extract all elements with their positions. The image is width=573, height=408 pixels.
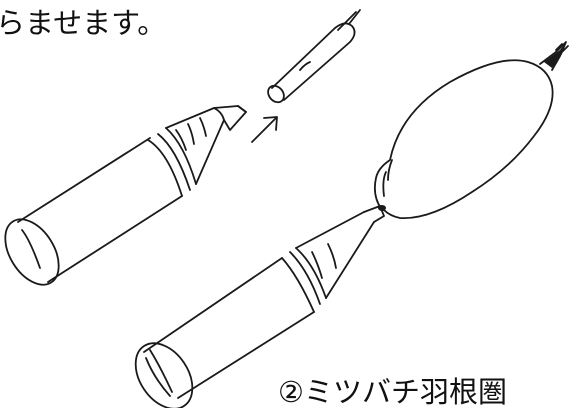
inflated-balloon-drawing bbox=[373, 41, 569, 219]
arrow-icon bbox=[251, 116, 278, 143]
uninflated-balloon-drawing bbox=[267, 9, 361, 104]
figure-caption: ②ミツバチ羽根圏 bbox=[278, 375, 507, 408]
left-pump-drawing bbox=[4, 105, 247, 286]
instruction-text: らませます。 bbox=[0, 6, 167, 40]
right-pump-drawing bbox=[134, 205, 385, 408]
